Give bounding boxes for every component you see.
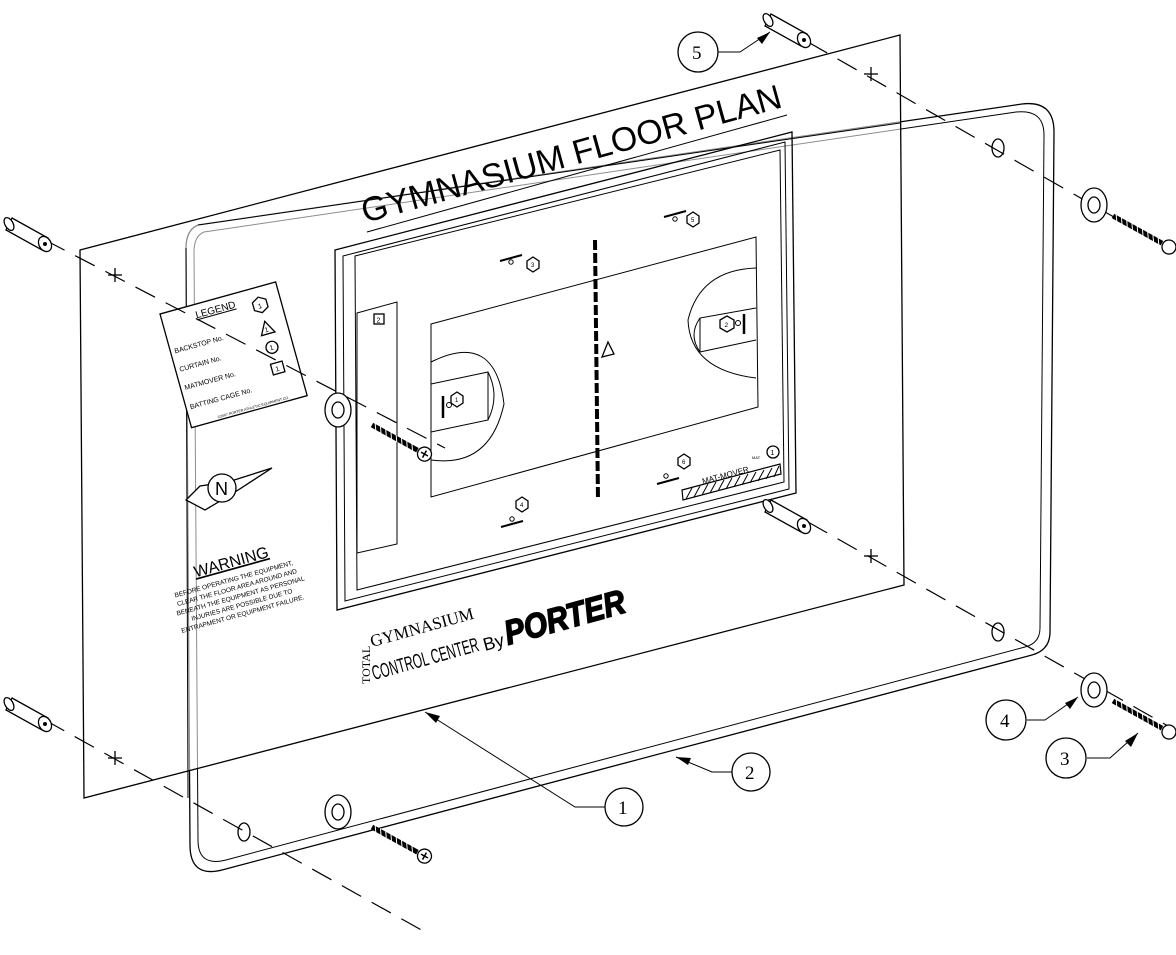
screw-icon [1111, 213, 1176, 255]
callout-3-label: 3 [1060, 749, 1070, 770]
legend-symbol-matmover: 1 [269, 344, 275, 352]
assembly-axes [44, 41, 1169, 933]
cage-marker-label: 2 [377, 318, 381, 325]
washer-icon [324, 392, 352, 428]
divider-curtain [593, 239, 600, 501]
batting-cage-symbol-icon [269, 360, 286, 376]
washers [324, 187, 1108, 830]
backstop-symbol-icon [251, 296, 269, 314]
callout-2: 2 [675, 752, 771, 792]
backstop-5-label: 5 [691, 218, 695, 224]
mat-label-small: MAT [752, 455, 761, 460]
washer-icon [324, 794, 352, 830]
standoff-icon [762, 498, 812, 535]
compass-letter: N [215, 479, 228, 499]
floor-plan-frame: 2 1 2 3 5 4 [334, 131, 797, 611]
callout-3: 3 [1045, 732, 1139, 779]
legend-symbol-curtain: 1 [264, 327, 270, 335]
mat-mover-bar [681, 463, 782, 501]
callout-5: 5 [677, 31, 771, 73]
matmover-marker-label: 1 [771, 450, 775, 457]
callout-1-label: 1 [618, 798, 628, 819]
backstop-2-marker-icon [719, 315, 735, 333]
brand-total: TOTAL [359, 646, 373, 684]
matmover-marker-icon [766, 445, 780, 459]
screw-icon [370, 422, 433, 462]
matmover-symbol-icon [265, 340, 279, 354]
curtain-symbol-icon [260, 319, 277, 337]
backstop-1-label: 1 [455, 398, 459, 404]
batting-cage-strip [356, 301, 398, 554]
backstop-1-marker-icon [450, 391, 464, 408]
backstop-3-marker-icon [526, 256, 540, 273]
callout-2-label: 2 [745, 763, 755, 784]
screw-icon [370, 824, 433, 864]
backstop-4-label: 4 [520, 503, 524, 509]
north-compass-icon: N [184, 467, 273, 511]
basketball-court [430, 236, 759, 498]
standoff-icon [762, 12, 812, 49]
callout-4-label: 4 [1000, 711, 1010, 732]
callout-1: 1 [424, 711, 644, 827]
standoffs [3, 12, 812, 733]
callout-5-label: 5 [692, 43, 702, 64]
screws [370, 213, 1176, 864]
washer-icon [1080, 672, 1108, 708]
callout-4: 4 [985, 696, 1079, 741]
backstop-6-marker-icon [677, 453, 691, 470]
backstop-5-marker-icon [686, 211, 700, 228]
cage-marker-icon [373, 313, 385, 325]
legend-symbol-backstop: 1 [257, 303, 263, 311]
curtain-marker-icon [600, 340, 615, 358]
standoff-icon [3, 696, 53, 733]
screw-icon [1111, 698, 1176, 740]
back-panel-hole [237, 822, 251, 842]
legend-symbol-batting-cage: 1 [275, 366, 281, 374]
backstop-4-marker-icon [515, 496, 529, 513]
callouts: 1 2 3 4 5 [424, 31, 1139, 827]
washer-icon [1080, 187, 1108, 223]
backstop-3-label: 3 [531, 263, 535, 269]
backstop-2-label: 2 [725, 322, 729, 329]
backstop-6-label: 6 [682, 460, 686, 466]
front-panel [79, 34, 905, 799]
warning-block: WARNING BEFORE OPERATING THE EQUIPMENT, … [174, 544, 306, 635]
standoff-icon [3, 216, 53, 253]
